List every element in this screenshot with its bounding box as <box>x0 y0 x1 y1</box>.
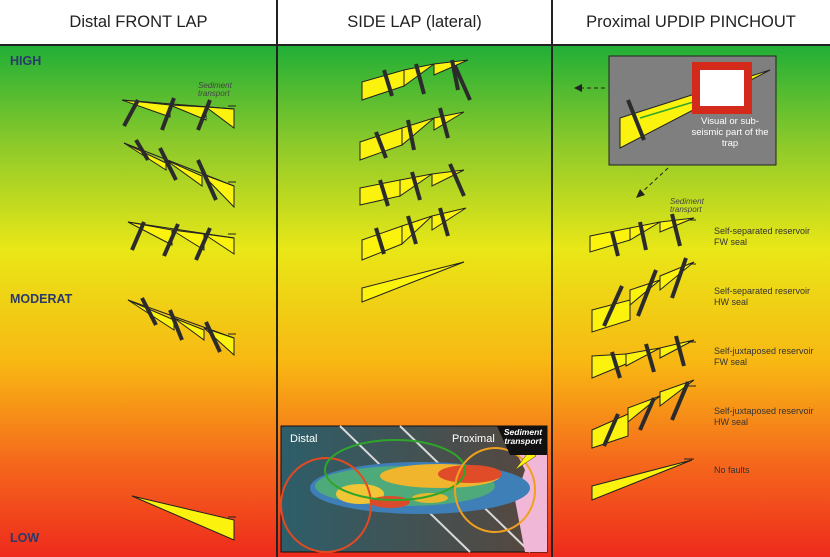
gradient-panel-distal <box>0 44 277 557</box>
label-self-juxtaposed-hw: Self-juxtaposed reservoir HW seal <box>714 406 814 427</box>
column-divider <box>276 0 278 557</box>
distal-model-3 <box>127 221 236 255</box>
proximal-model-3 <box>591 339 696 379</box>
header-proximal: Proximal UPDIP PINCHOUT <box>586 12 796 31</box>
seismic-map-photo <box>280 425 548 553</box>
photo-sediment-label: Sediment transport <box>503 427 543 446</box>
dashed-arrows <box>580 87 669 195</box>
photo-distal-label: Distal <box>290 433 318 445</box>
sediment-transport-label-proximal: Sediment transport <box>670 197 704 214</box>
photo-proximal-label: Proximal <box>452 433 495 445</box>
level-high: HIGH <box>10 54 42 68</box>
label-self-separated-fw: Self-separated reservoir FW seal <box>714 226 811 247</box>
label-self-juxtaposed-fw: Self-juxtaposed reservoir FW seal <box>714 346 814 367</box>
side-no-faults <box>361 261 465 303</box>
trap-inset-box <box>608 55 777 166</box>
level-moderate: MODERAT <box>10 292 73 306</box>
distal-no-faults <box>131 495 236 541</box>
proximal-no-faults <box>591 458 694 501</box>
column-divider <box>551 0 553 557</box>
sediment-transport-label-distal: Sediment transport <box>198 81 232 98</box>
distal-model-4 <box>127 299 236 357</box>
header-distal: Distal FRONT LAP <box>69 12 208 31</box>
header-divider <box>0 44 830 46</box>
proximal-model-1 <box>589 217 696 253</box>
label-no-faults: No faults <box>714 465 750 475</box>
proximal-model-2 <box>591 261 696 333</box>
header-side: SIDE LAP (lateral) <box>347 12 482 31</box>
trap-inset-caption: Visual or sub-seismic part of the trap <box>691 116 769 149</box>
distal-model-1 <box>121 99 236 129</box>
label-self-separated-hw: Self-separated reservoir HW seal <box>714 286 811 307</box>
level-low: LOW <box>10 531 40 545</box>
distal-model-2 <box>123 142 236 209</box>
